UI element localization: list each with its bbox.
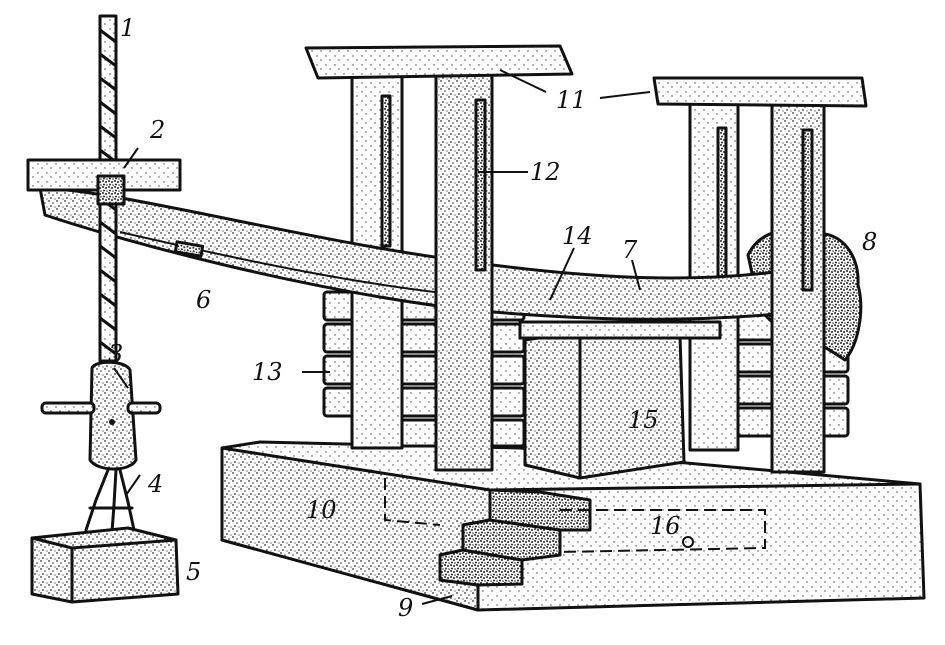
label-15: 15 (628, 406, 659, 434)
label-5: 5 (186, 558, 201, 586)
label-3: 3 (108, 340, 123, 368)
label-4: 4 (147, 470, 163, 498)
press-beam (38, 186, 802, 321)
label-12: 12 (530, 158, 561, 186)
label-14: 14 (562, 222, 593, 250)
label-8: 8 (862, 228, 877, 256)
label-13: 13 (252, 358, 283, 386)
label-6: 6 (196, 286, 211, 314)
press-block (518, 320, 722, 480)
label-7: 7 (622, 236, 638, 264)
part-labels: 1 2 3 4 5 6 7 8 9 10 11 12 13 14 15 16 (108, 14, 877, 622)
label-10: 10 (306, 496, 337, 524)
label-16: 16 (650, 512, 681, 540)
label-9: 9 (398, 594, 413, 622)
hidden-pit-outline (384, 478, 766, 553)
label-11: 11 (556, 86, 587, 114)
hanging-stone (30, 526, 180, 604)
beam-nut (26, 158, 182, 206)
top-caps (304, 44, 868, 108)
entry-steps (438, 488, 592, 587)
stone-hook (84, 468, 136, 534)
weight-nut (40, 360, 162, 471)
label-1: 1 (120, 14, 135, 42)
frame-posts-front (434, 68, 826, 474)
leader-lines (113, 69, 651, 605)
label-2: 2 (149, 116, 165, 144)
